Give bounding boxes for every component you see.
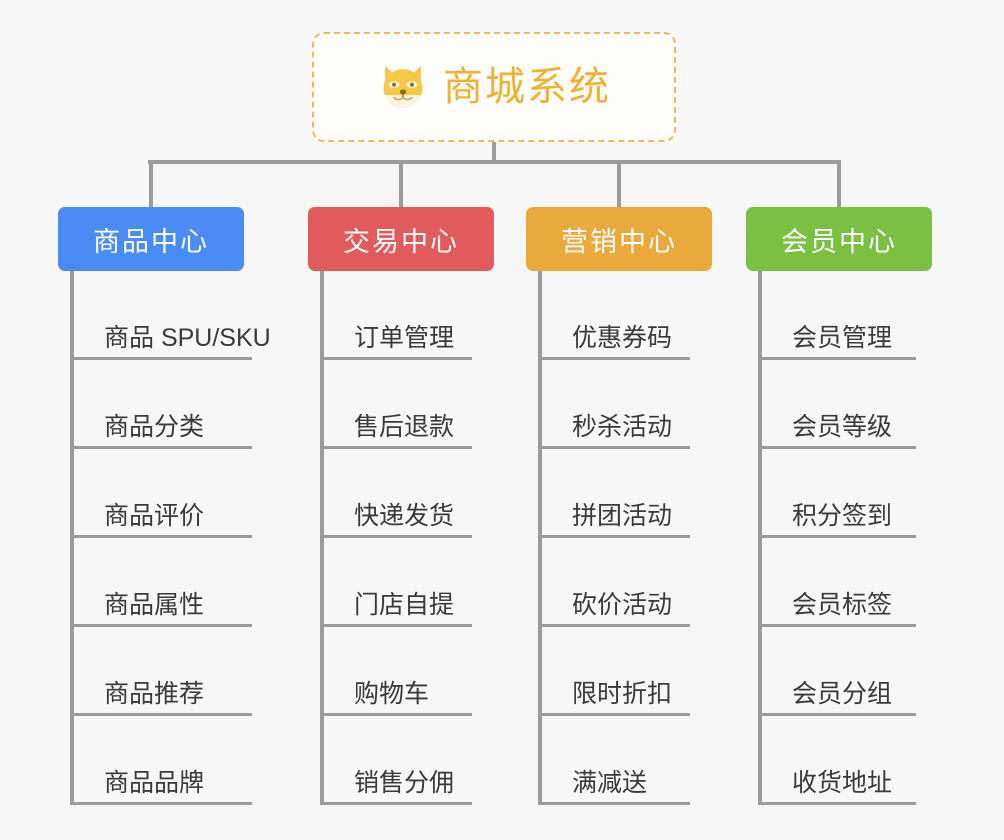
branch-header-2[interactable]: 交易中心 bbox=[308, 207, 494, 271]
leaf-item-label: 商品品牌 bbox=[104, 769, 205, 798]
connector-root-stem bbox=[492, 142, 496, 164]
leaf-item-label: 快递发货 bbox=[354, 502, 455, 531]
branch-header-label: 会员中心 bbox=[781, 226, 897, 257]
branch-spine-1 bbox=[70, 271, 74, 805]
leaf-item[interactable]: 订单管理 bbox=[322, 271, 472, 360]
branch-spine-3 bbox=[538, 271, 542, 805]
leaf-item-label: 商品评价 bbox=[104, 502, 205, 531]
branch-header-label: 交易中心 bbox=[343, 226, 459, 257]
leaf-item-label: 收货地址 bbox=[792, 769, 893, 798]
branch-items-2: 订单管理售后退款快递发货门店自提购物车销售分佣 bbox=[322, 271, 472, 805]
branch-header-3[interactable]: 营销中心 bbox=[526, 207, 712, 271]
leaf-item[interactable]: 优惠券码 bbox=[540, 271, 690, 360]
leaf-item[interactable]: 门店自提 bbox=[322, 538, 472, 627]
leaf-item-label: 会员等级 bbox=[792, 413, 893, 442]
shiba-dog-face-icon bbox=[383, 65, 423, 109]
leaf-item-label: 秒杀活动 bbox=[572, 413, 673, 442]
leaf-item[interactable]: 收货地址 bbox=[760, 716, 916, 805]
connector-drop-1 bbox=[149, 160, 153, 208]
leaf-item-label: 门店自提 bbox=[354, 591, 455, 620]
leaf-item-label: 售后退款 bbox=[354, 413, 455, 442]
leaf-item[interactable]: 会员分组 bbox=[760, 627, 916, 716]
branch-header-1[interactable]: 商品中心 bbox=[58, 207, 244, 271]
branch-header-label: 营销中心 bbox=[561, 226, 677, 257]
leaf-item-label: 优惠券码 bbox=[572, 324, 673, 353]
leaf-item-label: 拼团活动 bbox=[572, 502, 673, 531]
leaf-item[interactable]: 会员标签 bbox=[760, 538, 916, 627]
leaf-item-label: 满减送 bbox=[572, 769, 648, 798]
root-title: 商城系统 bbox=[443, 65, 611, 109]
leaf-item-label: 商品分类 bbox=[104, 413, 205, 442]
leaf-item[interactable]: 积分签到 bbox=[760, 449, 916, 538]
leaf-item[interactable]: 会员管理 bbox=[760, 271, 916, 360]
leaf-item-label: 会员管理 bbox=[792, 324, 893, 353]
branch-header-label: 商品中心 bbox=[93, 226, 209, 257]
leaf-item[interactable]: 商品评价 bbox=[72, 449, 252, 538]
leaf-item-label: 限时折扣 bbox=[572, 680, 673, 709]
leaf-item-label: 砍价活动 bbox=[572, 591, 673, 620]
leaf-item-label: 商品推荐 bbox=[104, 680, 205, 709]
branch-items-4: 会员管理会员等级积分签到会员标签会员分组收货地址 bbox=[760, 271, 916, 805]
leaf-item[interactable]: 商品 SPU/SKU bbox=[72, 271, 271, 360]
leaf-item[interactable]: 砍价活动 bbox=[540, 538, 690, 627]
leaf-item[interactable]: 销售分佣 bbox=[322, 716, 472, 805]
leaf-item[interactable]: 限时折扣 bbox=[540, 627, 690, 716]
connector-drop-2 bbox=[399, 160, 403, 208]
leaf-item[interactable]: 满减送 bbox=[540, 716, 690, 805]
connector-drop-4 bbox=[837, 160, 841, 208]
leaf-item[interactable]: 售后退款 bbox=[322, 360, 472, 449]
leaf-item-label: 销售分佣 bbox=[354, 769, 455, 798]
leaf-item-label: 商品 SPU/SKU bbox=[104, 324, 271, 353]
branch-spine-4 bbox=[758, 271, 762, 805]
leaf-item[interactable]: 商品推荐 bbox=[72, 627, 252, 716]
connector-drop-3 bbox=[617, 160, 621, 208]
branch-items-1: 商品 SPU/SKU 商品分类商品评价商品属性商品推荐商品品牌 bbox=[72, 271, 271, 805]
leaf-item[interactable]: 商品属性 bbox=[72, 538, 252, 627]
connector-horizontal-bus bbox=[148, 160, 841, 164]
leaf-item[interactable]: 拼团活动 bbox=[540, 449, 690, 538]
leaf-item[interactable]: 商品分类 bbox=[72, 360, 252, 449]
leaf-item-label: 购物车 bbox=[354, 680, 430, 709]
leaf-item[interactable]: 购物车 bbox=[322, 627, 472, 716]
root-node[interactable]: 商城系统 bbox=[312, 32, 676, 142]
branch-spine-2 bbox=[320, 271, 324, 805]
leaf-item[interactable]: 商品品牌 bbox=[72, 716, 252, 805]
leaf-item-label: 会员分组 bbox=[792, 680, 893, 709]
leaf-item[interactable]: 秒杀活动 bbox=[540, 360, 690, 449]
leaf-item-label: 会员标签 bbox=[792, 591, 893, 620]
leaf-item-label: 商品属性 bbox=[104, 591, 205, 620]
leaf-item-label: 积分签到 bbox=[792, 502, 893, 531]
leaf-item[interactable]: 会员等级 bbox=[760, 360, 916, 449]
leaf-item-label: 订单管理 bbox=[354, 324, 455, 353]
leaf-item[interactable]: 快递发货 bbox=[322, 449, 472, 538]
branch-header-4[interactable]: 会员中心 bbox=[746, 207, 932, 271]
branch-items-3: 优惠券码秒杀活动拼团活动砍价活动限时折扣满减送 bbox=[540, 271, 690, 805]
